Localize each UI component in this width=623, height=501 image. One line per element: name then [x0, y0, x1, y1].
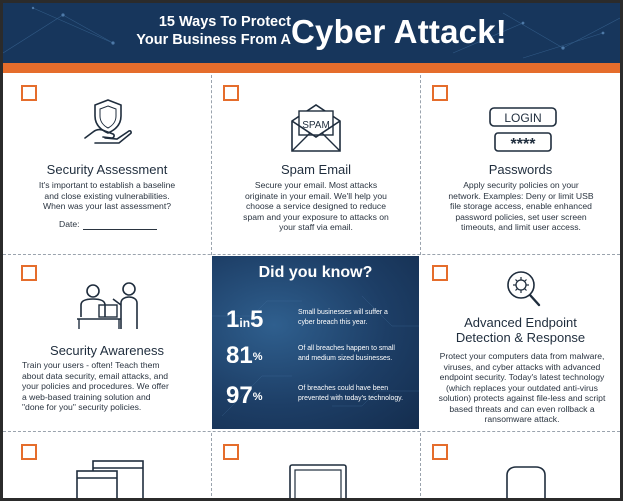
stat-value: 81	[226, 342, 253, 369]
desc-line: prevented with today's technology.	[298, 394, 403, 402]
desc-line: a web-based training solution and	[22, 391, 151, 402]
divider	[420, 75, 421, 255]
browser-windows-icon	[76, 460, 144, 498]
desc-line: viruses, and cyber attacks with advanced	[443, 361, 601, 372]
desc-line: It's important to establish a baseline	[38, 180, 176, 190]
title-line: Detection & Response	[455, 330, 586, 345]
spam-icon-label: SPAM	[302, 120, 330, 131]
assessment-title: Security Assessment	[46, 162, 168, 177]
row3-checkbox-1[interactable]	[21, 444, 37, 460]
stat-97: 97%	[226, 384, 262, 408]
divider	[3, 431, 620, 432]
endpoint-desc: Protect your computers data from malware…	[427, 351, 617, 425]
desc-line: Protect your computers data from malware…	[439, 351, 605, 361]
stat-81: 81%	[226, 344, 262, 368]
desc-line: When was your last assessment?	[42, 201, 171, 211]
desc-line: endpoint security. Today's latest techno…	[439, 372, 605, 382]
desc-line: Apply security policies on your	[463, 180, 579, 190]
login-icon-label: LOGIN	[504, 111, 541, 125]
spam-envelope-icon: SPAM	[291, 104, 341, 152]
desc-line: solution) protects against file-less and…	[438, 393, 606, 403]
desc-line: timeouts, and limit user access.	[461, 222, 581, 232]
desc-line: Of all breaches happen to small	[298, 345, 395, 352]
date-label: Date:	[59, 219, 80, 229]
network-pattern-icon	[3, 6, 620, 59]
spam-checkbox[interactable]	[223, 85, 239, 101]
orange-accent-bar	[3, 63, 620, 73]
passwords-checkbox[interactable]	[432, 85, 448, 101]
awareness-checkbox[interactable]	[21, 265, 37, 281]
header-subtitle-line1: 15 Ways To Protect	[158, 14, 291, 30]
stat-3-desc: Of breaches could have been prevented wi…	[298, 384, 416, 403]
divider	[420, 433, 421, 498]
desc-line: network. Examples: Deny or limit USB	[448, 190, 594, 201]
assessment-desc: It's important to establish a baseline a…	[17, 180, 197, 212]
stat-1-desc: Small businesses will suffer a cyber bre…	[298, 308, 416, 327]
spam-title: Spam Email	[280, 162, 352, 177]
divider	[3, 254, 620, 255]
desc-line: about data security, email attacks, and	[22, 370, 169, 381]
desc-line: choose a service designed to reduce	[246, 201, 386, 211]
desc-line: and medium sized businesses.	[298, 354, 393, 362]
stat-percent: %	[252, 351, 263, 363]
desc-line: Secure your email. Most attacks	[254, 180, 378, 190]
divider	[211, 433, 212, 498]
device-icon	[506, 466, 546, 498]
endpoint-title: Advanced Endpoint Detection & Response	[421, 315, 620, 345]
did-you-know-panel: Did you know? 1in5 Small businesses will…	[212, 256, 419, 429]
desc-line: and close existing vulnerabilities.	[44, 190, 170, 201]
shield-hand-icon	[84, 99, 132, 144]
stat-percent: %	[252, 391, 263, 403]
title-line: Advanced Endpoint	[464, 315, 577, 330]
stat-1-in-5: 1in5	[226, 308, 263, 335]
desc-line: Of breaches could have been	[298, 385, 389, 392]
desc-line: spam and your exposure to attacks on	[243, 211, 389, 222]
header-title: Cyber Attack!	[291, 13, 507, 50]
assessment-checkbox[interactable]	[21, 85, 37, 101]
stat-2-desc: Of all breaches happen to small and medi…	[298, 344, 416, 363]
stat-value-mid: in	[239, 316, 251, 330]
awareness-desc: Train your users - often! Teach them abo…	[22, 360, 208, 413]
training-presenter-icon	[77, 282, 138, 329]
desc-line: ransomware attack.	[484, 414, 560, 424]
desc-line: your staff via email.	[279, 222, 353, 232]
desc-line: Small businesses will suffer a	[298, 309, 388, 316]
desc-line: "done for you" security policies.	[22, 402, 142, 412]
desc-line: originate in your email. We'll help you	[245, 190, 387, 201]
login-password-icon: LOGIN ****	[489, 107, 557, 153]
header-subtitle-line2: Your Business From A	[136, 32, 291, 48]
passwords-desc: Apply security policies on your network.…	[431, 180, 611, 233]
spam-desc: Secure your email. Most attacks originat…	[225, 180, 407, 233]
endpoint-checkbox[interactable]	[432, 265, 448, 281]
header-banner: 15 Ways To Protect Your Business From A …	[3, 3, 620, 63]
did-you-know-title: Did you know?	[258, 264, 373, 281]
panel-background	[212, 256, 419, 429]
desc-line: (which replaces your outdated anti-virus	[446, 382, 598, 393]
passwords-title: Passwords	[488, 162, 553, 177]
stat-value: 1	[226, 306, 240, 333]
stat-value-b: 5	[250, 306, 264, 333]
desc-line: Train your users - often! Teach them	[22, 360, 160, 370]
circuit-pattern-icon	[212, 295, 419, 417]
monitor-icon	[289, 464, 347, 498]
row3-checkbox-2[interactable]	[223, 444, 239, 460]
row3-checkbox-3[interactable]	[432, 444, 448, 460]
virus-scan-icon	[507, 271, 541, 307]
awareness-title: Security Awareness	[50, 343, 164, 358]
header-subtitle: 15 Ways To Protect Your Business From A	[121, 13, 291, 49]
desc-line: cyber breach this year.	[298, 318, 368, 326]
desc-line: password policies, set user screen	[455, 211, 587, 222]
desc-line: file storage access, enable enhanced	[450, 201, 592, 211]
desc-line: your policies and procedures. We offer	[22, 381, 169, 391]
password-stars-label: ****	[511, 136, 537, 153]
desc-line: based threats and can even rollback a	[449, 403, 595, 414]
stat-value: 97	[226, 382, 253, 409]
date-field[interactable]	[83, 229, 157, 230]
divider	[211, 75, 212, 255]
